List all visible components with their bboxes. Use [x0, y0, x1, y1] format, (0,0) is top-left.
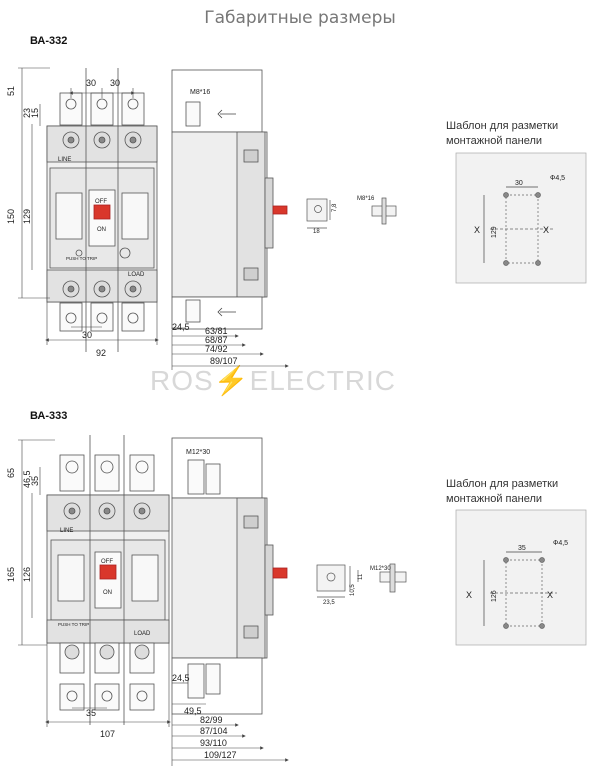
ba332-mounting-template	[455, 152, 587, 284]
dim-depth: 89/107	[210, 356, 238, 366]
ba332-side-labels: M8*16 24,5 63/81 68/87 74/92 89/107	[172, 89, 238, 366]
dim-width: 107	[100, 729, 115, 739]
upper-terminals	[59, 92, 145, 126]
dim-offset: 24,5	[172, 322, 190, 332]
trip-label: PUSH TO TRIP	[66, 256, 97, 261]
ba333-terminal-detail	[316, 563, 407, 598]
template-caption-line2: монтажной панели	[446, 493, 543, 505]
dim-height: 129	[22, 209, 32, 224]
off-label: OFF	[95, 199, 107, 205]
template-axis-right: X	[547, 590, 553, 600]
ba333-terminal-labels: 23,5 10,5 11 M12*30	[323, 566, 391, 606]
template-caption-line2: монтажной панели	[446, 135, 543, 147]
page-title: Габаритные размеры	[204, 8, 396, 28]
ba332-front-labels: 30 30 51 23 15 150 129 30 92 LINE LOAD O…	[6, 78, 145, 358]
trip-label: PUSH TO TRIP	[58, 622, 89, 627]
dim-height: 126	[22, 567, 32, 582]
dim-top-pitch: 30	[86, 78, 96, 88]
ba332-terminal-labels: 18 7,8 M8*16	[313, 196, 375, 235]
ba333-side-view	[171, 437, 289, 766]
lower-terminals	[59, 302, 145, 332]
terminal-h: 10,5	[350, 584, 356, 596]
dim-height: 51	[6, 86, 16, 96]
dim-height: 15	[30, 108, 40, 118]
ba333-side-labels: M12*30 24,5 49,5 82/99 87/104 93/110 109…	[172, 449, 237, 760]
template-caption-line1: Шаблон для разметки	[446, 478, 559, 490]
ba332-template-labels: 30 Ф4,5 129 X X	[474, 175, 565, 238]
load-label: LOAD	[134, 631, 151, 637]
watermark-left: ROS	[150, 365, 214, 396]
template-hole: Ф4,5	[553, 540, 568, 547]
dim-height: 23	[22, 108, 32, 118]
dim-bottom-pitch: 30	[82, 330, 92, 340]
ba333-front-labels: 65 46,5 35 165 126 35 107 LINE LOAD OFF …	[6, 468, 151, 739]
screw-label: M12*30	[186, 449, 210, 456]
screw-label: M8*16	[190, 89, 210, 96]
dim-depth: 93/110	[200, 738, 227, 748]
bolt-icon: ⚡	[213, 365, 250, 396]
lower-terminals	[59, 642, 155, 711]
terminal-depth: 7,8	[332, 203, 338, 212]
ba333-front-view	[18, 435, 171, 727]
template-spacing: 30	[515, 180, 523, 187]
terminal-screw: M8*16	[357, 196, 375, 202]
dim-offset: 24,5	[172, 673, 190, 683]
on-label: ON	[103, 590, 112, 596]
dim-top-pitch: 30	[110, 78, 120, 88]
template-axis-left: X	[474, 225, 480, 235]
terminal-depth: 11	[358, 573, 364, 580]
dim-bottom-pitch: 35	[86, 708, 96, 718]
template-caption-ba333: Шаблон для разметки монтажной панели	[446, 477, 558, 507]
ba332-terminal-detail	[306, 197, 397, 229]
dim-height: 150	[6, 209, 16, 224]
terminal-screw: M12*30	[370, 566, 391, 572]
template-spacing: 35	[518, 545, 526, 552]
dim-height: 46,5	[22, 470, 32, 488]
dim-depth: 74/92	[205, 344, 228, 354]
dim-depth: 68/87	[205, 335, 228, 345]
model-label-ba332: ВА-332	[30, 35, 68, 47]
template-caption-ba332: Шаблон для разметки монтажной панели	[446, 119, 558, 149]
template-axis-right: X	[543, 225, 549, 235]
template-caption-line1: Шаблон для разметки	[446, 120, 559, 132]
line-label: LINE	[60, 528, 73, 534]
dim-height: 35	[30, 476, 40, 486]
watermark: ROS⚡ELECTRIC	[150, 364, 396, 397]
dim-depth: 109/127	[204, 750, 237, 760]
dim-height: 65	[6, 468, 16, 478]
line-label: LINE	[58, 157, 71, 163]
off-label: OFF	[101, 559, 113, 565]
dim-width: 92	[96, 348, 106, 358]
dim-offset: 49,5	[184, 706, 202, 716]
dim-height: 165	[6, 567, 16, 582]
template-hole: Ф4,5	[550, 175, 565, 182]
terminal-w: 18	[313, 229, 320, 235]
watermark-right: ELECTRIC	[249, 365, 397, 396]
dim-depth: 87/104	[200, 726, 228, 736]
ba332-front-view	[18, 67, 159, 352]
terminal-w: 23,5	[323, 600, 335, 606]
ba333-template-labels: 35 Ф4,5 126 X X	[466, 540, 568, 602]
dim-depth: 82/99	[200, 715, 223, 725]
template-axis-left: X	[466, 590, 472, 600]
upper-terminals	[59, 454, 155, 492]
on-label: ON	[97, 227, 106, 233]
ba332-side-view	[171, 69, 289, 370]
load-label: LOAD	[128, 272, 145, 278]
template-height: 129	[491, 226, 498, 238]
model-label-ba333: ВА-333	[30, 410, 68, 422]
dim-depth: 63/81	[205, 326, 228, 336]
ba333-mounting-template	[455, 509, 587, 646]
template-height: 126	[491, 590, 498, 602]
